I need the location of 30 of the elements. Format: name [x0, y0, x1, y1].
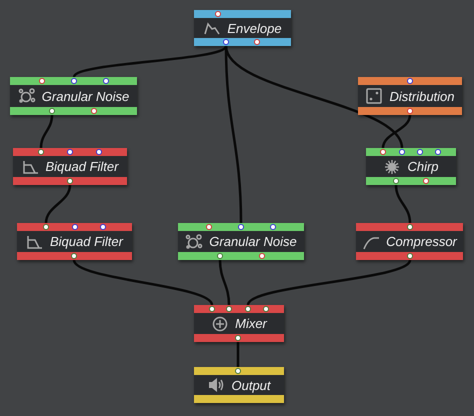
node-title: Granular Noise: [42, 88, 130, 104]
node-title: Compressor: [386, 234, 457, 249]
connector-line: [394, 184, 412, 224]
node-title: Biquad Filter: [50, 234, 123, 249]
connector-line: [44, 184, 72, 224]
connector-line: [224, 46, 404, 148]
connector-line: [382, 114, 412, 148]
node-title: Biquad Filter: [46, 159, 118, 174]
node-box: [194, 367, 284, 403]
node-box: [194, 305, 284, 342]
connector-line: [40, 114, 54, 148]
connector-line: [236, 342, 240, 367]
node-title: Mixer: [235, 316, 267, 331]
node-box: [356, 223, 463, 260]
node-box: [194, 10, 291, 46]
node-title: Chirp: [407, 159, 439, 174]
connector-line: [246, 259, 412, 306]
node-title: Granular Noise: [209, 234, 297, 249]
node-box: [13, 148, 127, 185]
node-title: Output: [231, 378, 271, 392]
node-box: [10, 77, 137, 115]
node-box: [366, 148, 456, 185]
node-title: Envelope: [227, 20, 282, 36]
node-box: [17, 223, 132, 260]
connector-line: [218, 260, 230, 306]
node-title: Distribution: [389, 88, 455, 104]
node-box: [178, 223, 304, 260]
connector-line: [73, 45, 227, 78]
node-box: [358, 77, 462, 115]
connector-line: [72, 259, 214, 306]
